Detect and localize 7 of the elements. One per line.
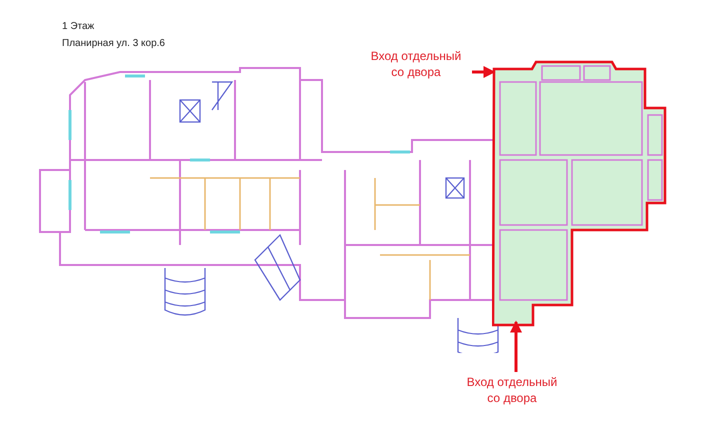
address-text: Планирная ул. 3 кор.6 [62, 38, 165, 50]
arrow [472, 66, 496, 78]
highlighted-section [492, 60, 667, 328]
entrance-label: Вход отдельный со двора [466, 374, 558, 406]
arrow [510, 320, 522, 372]
entrance-label: Вход отдельный со двора [370, 48, 462, 80]
title: 1 Этаж [62, 21, 94, 33]
